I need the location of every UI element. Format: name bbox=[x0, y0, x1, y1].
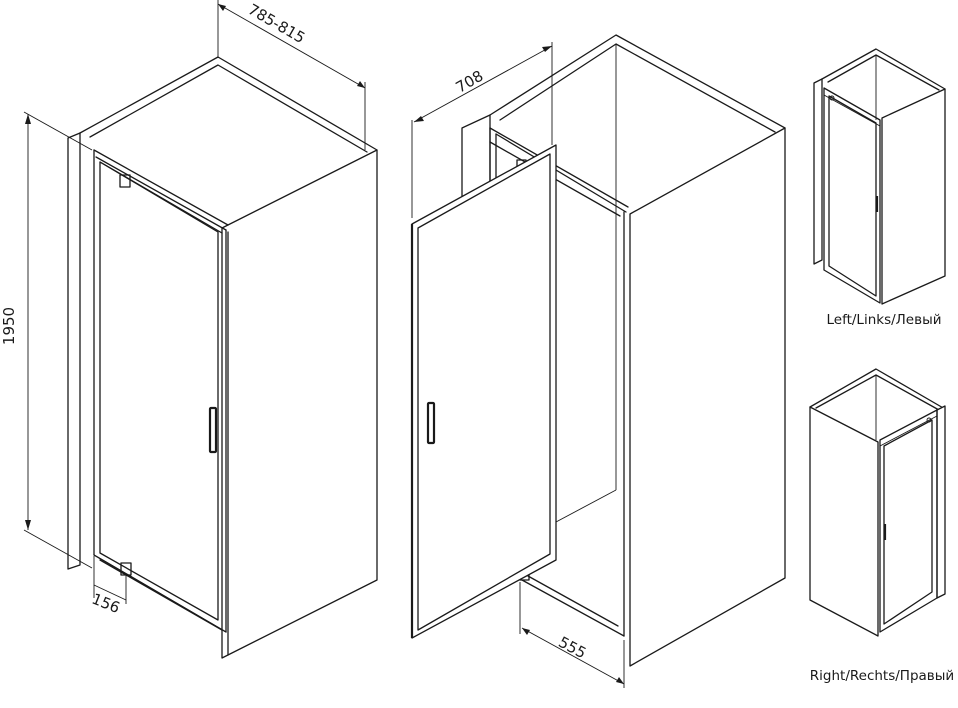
back-top-rim-open bbox=[489, 34, 786, 129]
top-pivot-hinge bbox=[119, 174, 131, 188]
side-wall-panel bbox=[221, 149, 378, 659]
dim-door-width-label: 708 bbox=[453, 67, 487, 97]
dim-opening: 555 bbox=[519, 582, 625, 688]
dim-offset-label: 156 bbox=[89, 590, 122, 617]
dim-height-label: 1950 bbox=[0, 307, 18, 345]
closed-door-view bbox=[67, 56, 378, 659]
dim-offset: 156 bbox=[89, 556, 127, 617]
dim-width-range: 785-815 bbox=[217, 0, 366, 150]
open-door-view bbox=[410, 34, 786, 667]
left-wall-strip bbox=[67, 132, 81, 570]
right-variant-thumbnail: Right/Rechts/Правый bbox=[809, 368, 954, 684]
caption-right: Right/Rechts/Правый bbox=[810, 668, 954, 684]
open-door-handle bbox=[426, 401, 436, 445]
side-wall-panel-open bbox=[629, 127, 786, 667]
dim-height: 1950 bbox=[0, 111, 93, 569]
dim-opening-label: 555 bbox=[555, 633, 589, 662]
left-variant-thumbnail: Left/Links/Левый bbox=[813, 48, 946, 328]
door-glass-panel bbox=[99, 161, 219, 621]
dim-width-range-label: 785-815 bbox=[245, 0, 308, 47]
back-inner-rim bbox=[89, 64, 368, 153]
caption-left: Left/Links/Левый bbox=[826, 312, 941, 328]
door-handle bbox=[208, 406, 218, 454]
